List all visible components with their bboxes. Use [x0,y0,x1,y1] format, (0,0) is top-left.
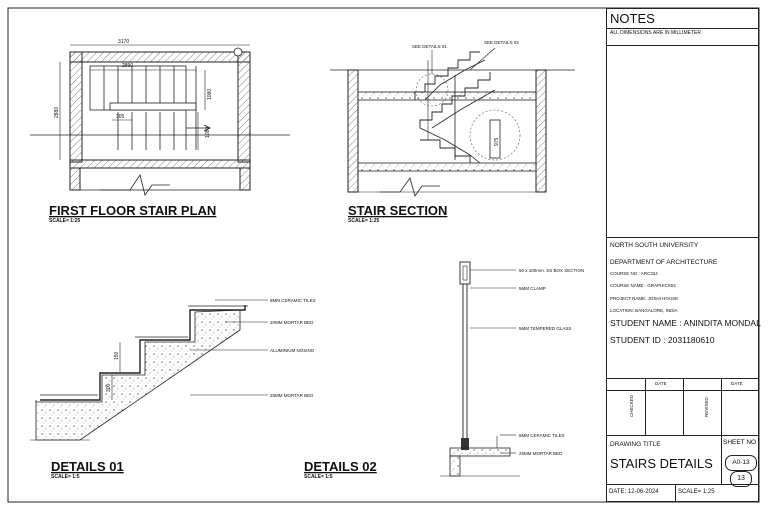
plan-scale: SCALE= 1:25 [49,218,80,224]
drawing-title: STAIRS DETAILS [610,456,713,471]
drawing-title-label: DRAWING TITLE [610,441,661,448]
department-name: DEPARTMENT OF ARCHITECTURE [610,259,718,266]
detail2-title: DETAILS 02 [304,459,377,474]
plan-title: FIRST FLOOR STAIR PLAN [49,203,216,218]
date-label-1: DATE [655,381,667,386]
detail-01-drawing [30,299,268,441]
plan-dim-left-height: 2880 [54,107,60,118]
detail1-scale: SCALE= 1:5 [51,474,80,480]
detail2-label-2: 5MM TEMPERED GLASS [519,326,571,331]
detail2-label-0: 50 x 100mm. SS BOX SECTION [519,268,584,273]
course-no: COURSE NO : ARC324 [610,271,658,276]
plan-dim-width: 3170 [118,39,129,45]
detail1-label-2: ALUMINIUM NOSING [270,348,315,353]
sheet-no-label: SHEET NO [723,439,757,446]
sheet-number: 13 [730,471,752,487]
detail2-scale: SCALE= 1:5 [304,474,333,480]
student-id: STUDENT ID : 2031180610 [610,335,715,345]
section-scale: SCALE= 1:25 [348,218,379,224]
detail2-label-4: 25MM MORTAR BED [519,451,563,456]
section-title: STAIR SECTION [348,203,447,218]
stair-section-drawing [330,47,575,197]
date-label-2: DATE [731,381,743,386]
detail1-title: DETAILS 01 [51,459,124,474]
plan-dim-right-b: 1080 [205,127,211,138]
plan-dim-right-a: 1080 [207,89,213,100]
detail1-label-1: 20MM MORTAR BED [270,320,314,325]
stair-plan-drawing [30,44,290,196]
section-dim-975: 975 [494,137,500,146]
section-callout-detail1: SEE DETAILS 01 [412,44,447,49]
notes-heading: NOTES [610,11,655,26]
sheet-date: DATE: 12-06-2024 [609,489,659,495]
plan-dim-inner: 2890 [122,63,133,69]
detail2-label-1: 5MM CLAMP [519,286,546,291]
university-name: NORTH SOUTH UNIVERSITY [610,242,699,249]
project-location: LOCATION: BANGALORE, INDIA [610,308,678,313]
detail-02-drawing [440,261,520,477]
detail1-dim-riser: 150 [114,351,120,360]
course-name: COURSE NAME : GRAPHICS04 [610,283,676,288]
student-name: STUDENT NAME : ANINDITA MONDAL [610,318,761,328]
revised-label: REVISED [704,397,709,417]
sheet-scale: SCALE= 1:25 [678,489,715,495]
checked-label: CHECKED [629,394,634,417]
title-block: NOTES ALL DIMENSIONS ARE IN MILLIMETER N… [606,8,761,502]
sheet-code: A0-13 [725,455,757,471]
detail2-label-3: 8MM CERAMIC TILES [519,433,565,438]
notes-text: ALL DIMENSIONS ARE IN MILLIMETER [610,30,701,36]
detail1-dim-tread: 300 [106,383,112,392]
project-name: PROJECT NAME: JOSHI HOUSE [610,296,679,301]
detail1-label-3: 25MM MORTAR BED [270,393,314,398]
detail1-label-0: 8MM CERAMIC TILES [270,298,316,303]
plan-dim-landing: 305 [116,114,125,120]
section-callout-detail2: SEE DETAILS 02 [484,40,519,45]
